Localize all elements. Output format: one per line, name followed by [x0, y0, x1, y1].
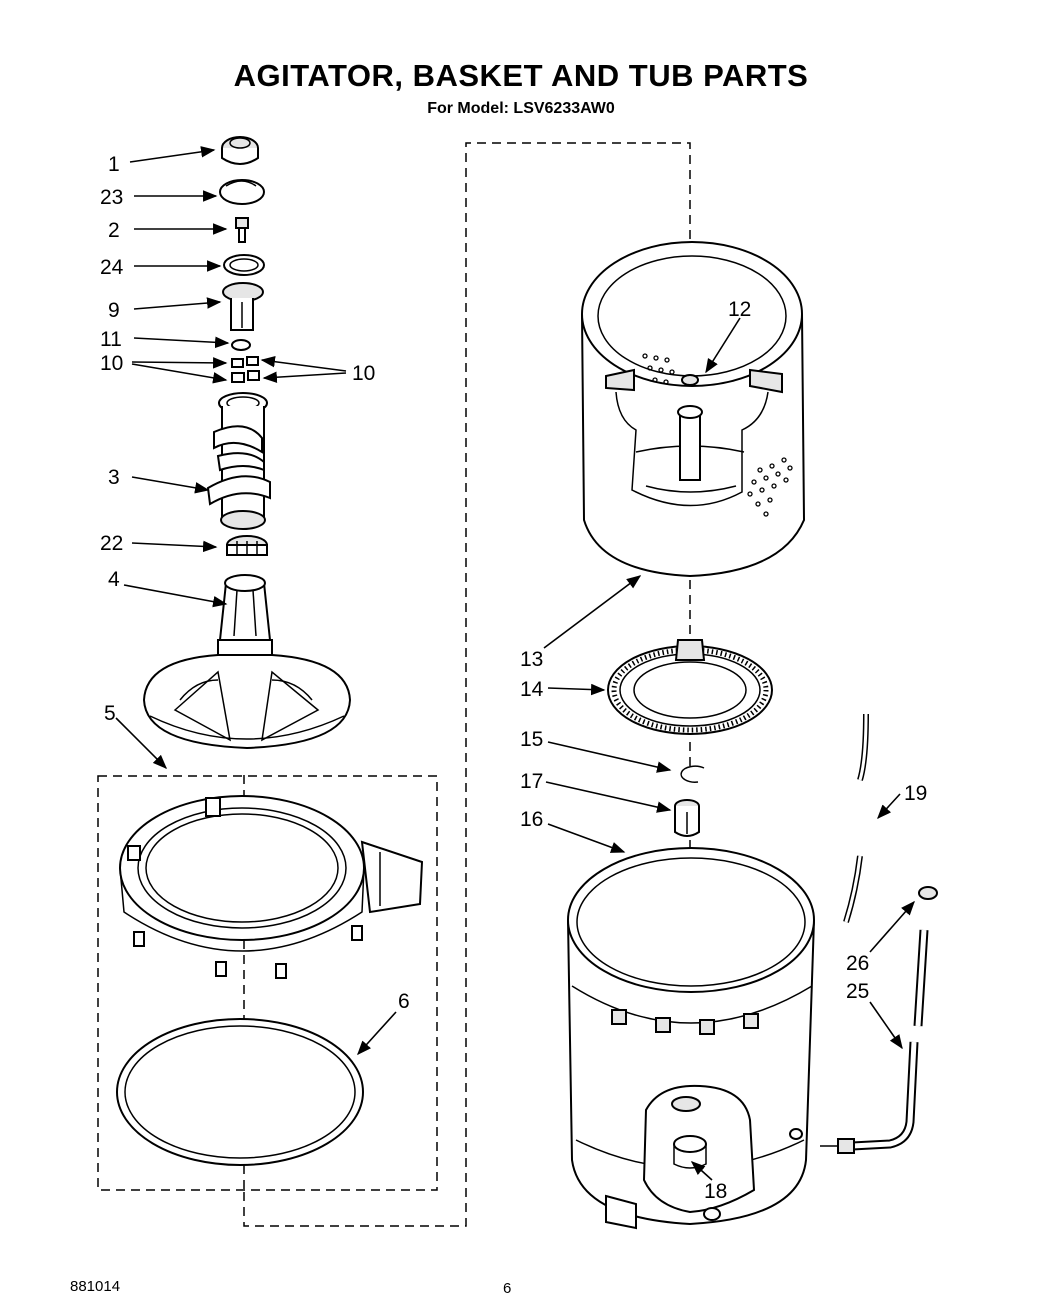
part-19-hose	[843, 713, 869, 923]
part-13-basket	[581, 241, 806, 578]
part-2-bolt	[235, 217, 249, 243]
callout-22: 22	[100, 532, 123, 555]
callout-6: 6	[398, 990, 410, 1013]
callout-10-left: 10	[100, 352, 123, 375]
model-subtitle: For Model: LSV6233AW0	[427, 100, 615, 117]
callout-9: 9	[108, 299, 120, 322]
callout-17: 17	[520, 770, 543, 793]
callout-3: 3	[108, 466, 120, 489]
part-4-5-agitator-base	[142, 574, 352, 750]
part-10-dogs	[231, 356, 260, 383]
part-11-washer	[231, 339, 251, 351]
callout-24: 24	[100, 256, 124, 279]
callout-16: 16	[520, 808, 543, 831]
page-number: 6	[503, 1280, 512, 1297]
part-17-nut	[674, 799, 700, 837]
part-9-cam	[222, 282, 264, 331]
part-16-outer-tub	[567, 847, 815, 1230]
page-title: AGITATOR, BASKET AND TUB PARTS	[233, 58, 809, 93]
callout-labels: 1 23 2 24 9 11 10 10 3 22 4 5 6 12 13 14…	[100, 153, 927, 1203]
part-15-clip	[680, 765, 705, 783]
callout-1: 1	[108, 153, 120, 176]
callout-25: 25	[846, 980, 869, 1003]
callout-18: 18	[704, 1180, 727, 1203]
part-22-clutch	[226, 535, 268, 556]
part-3-auger	[206, 392, 271, 530]
callout-4: 4	[108, 568, 120, 591]
balance-ring	[119, 795, 424, 979]
callout-14: 14	[520, 678, 544, 701]
callout-11: 11	[100, 328, 122, 351]
callout-23: 23	[100, 186, 123, 209]
part-6-tub-ring	[116, 1018, 364, 1166]
part-14-hub	[607, 639, 773, 735]
part-1-agitator-cap	[221, 136, 259, 165]
callout-5: 5	[104, 702, 116, 725]
callout-19: 19	[904, 782, 927, 805]
footer-code: 881014	[70, 1278, 121, 1295]
part-24-seal-ring	[223, 254, 265, 276]
callout-10-right: 10	[352, 362, 375, 385]
callout-2: 2	[108, 219, 120, 242]
callout-15: 15	[520, 728, 543, 751]
callout-26: 26	[846, 952, 869, 975]
callout-13: 13	[520, 648, 543, 671]
leader-lines	[115, 146, 915, 1181]
callout-12: 12	[728, 298, 751, 321]
part-25-26-drain-hose	[820, 886, 938, 1154]
part-23-cap-ring	[219, 179, 265, 205]
